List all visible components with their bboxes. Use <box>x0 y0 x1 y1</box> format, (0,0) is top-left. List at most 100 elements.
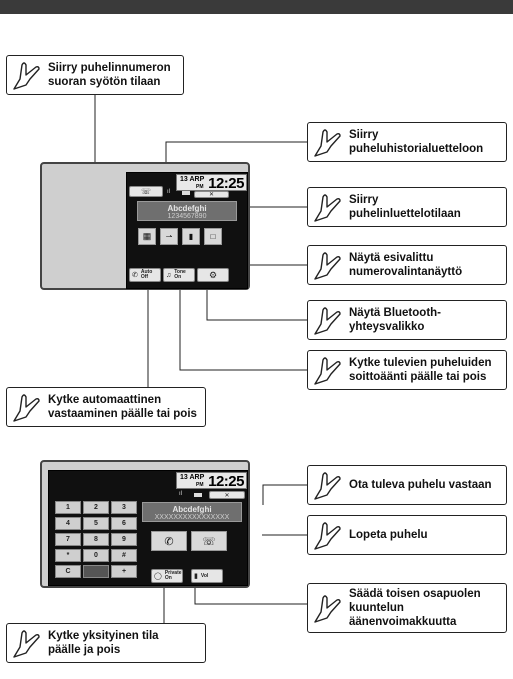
tone-value: On <box>174 274 182 280</box>
hand-pointer-icon <box>314 472 341 500</box>
callout-auto-answer: Kytke automaattinen vastaaminen päälle t… <box>6 387 206 427</box>
callout-preset: Näytä esivalittu numerovalintanäyttö <box>307 245 507 285</box>
key-4[interactable]: 4 <box>55 517 81 530</box>
key-1[interactable]: 1 <box>55 501 81 514</box>
callout-text: Siirry puhelinnumeron suoran syötön tila… <box>48 62 171 88</box>
callout-text: Näytä esivalittu numerovalintanäyttö <box>349 252 463 278</box>
battery-icon <box>182 191 190 195</box>
phone-handset-icon: ✆ <box>132 272 138 279</box>
contact-field: Abcdefghi XXXXXXXXXXXXXXXX <box>142 502 242 522</box>
call-history-button[interactable]: ⇀ <box>160 228 178 245</box>
phonebook-button[interactable]: ▮ <box>182 228 200 245</box>
preset-dial-button[interactable]: □ <box>204 228 222 245</box>
close-button[interactable]: ✕ <box>209 491 245 499</box>
phone-source-button[interactable]: ☏ <box>129 186 163 197</box>
callout-text: Siirry puheluhistorialuetteloon <box>349 129 484 155</box>
date: 13 ARP <box>180 474 205 481</box>
clock-status: 13 ARP PM 12:25 <box>176 174 247 192</box>
phone-menu-screen: 13 ARP PM 12:25 ☏ ıl ✕ Abcdefghi 1234567… <box>126 172 248 289</box>
callout-text: Näytä Bluetooth-yhteysvalikko <box>349 307 441 333</box>
callout-volume: Säädä toisen osapuolen kuuntelun äänenvo… <box>307 583 507 633</box>
callout-text: Kytke automaattinen vastaaminen päälle t… <box>48 394 197 420</box>
callout-bt-menu: Näytä Bluetooth-yhteysvalikko <box>307 300 507 340</box>
private-mode-button[interactable]: ◯ Private On <box>151 569 183 583</box>
auto-label: Auto <box>140 269 153 275</box>
close-icon: ✕ <box>224 492 230 499</box>
clock-time: 12:25 <box>208 175 244 192</box>
hand-pointer-icon <box>13 62 40 90</box>
key-star[interactable]: * <box>55 549 81 562</box>
key-blank[interactable] <box>83 565 109 578</box>
auto-value: Off <box>140 274 149 280</box>
hand-pointer-icon <box>314 357 341 385</box>
hand-pointer-icon <box>314 307 341 335</box>
key-hash[interactable]: # <box>111 549 137 562</box>
date: 13 ARP <box>180 176 205 183</box>
key-2[interactable]: 2 <box>83 501 109 514</box>
private-label: Private <box>164 570 182 576</box>
key-9[interactable]: 9 <box>111 533 137 546</box>
key-8[interactable]: 8 <box>83 533 109 546</box>
end-call-button[interactable]: ☏ <box>191 531 227 551</box>
callout-answer: Ota tuleva puhelu vastaan <box>307 465 507 505</box>
ampm: PM <box>196 482 204 488</box>
signal-icon: ıl <box>179 491 182 497</box>
tone-label: Tone <box>174 269 186 275</box>
callout-text: Ota tuleva puhelu vastaan <box>349 479 492 491</box>
ringtone-button[interactable]: ♫ Tone On <box>163 268 195 282</box>
gear-icon: ⚙ <box>208 269 218 280</box>
callout-private: Kytke yksityinen tila päälle ja pois <box>6 623 206 663</box>
contact-number: 1234567890 <box>167 213 207 220</box>
key-3[interactable]: 3 <box>111 501 137 514</box>
hand-pointer-icon <box>314 129 341 157</box>
callout-history: Siirry puheluhistorialuetteloon <box>307 122 507 162</box>
end-call-icon: ☏ <box>202 535 216 548</box>
volume-icon: ▮ <box>194 573 198 580</box>
hand-pointer-icon <box>314 252 341 280</box>
top-banner <box>0 0 513 14</box>
vol-label: Vol <box>200 572 209 579</box>
private-icon: ◯ <box>154 573 162 580</box>
contact-field: Abcdefghi 1234567890 <box>137 201 237 221</box>
key-plus[interactable]: + <box>111 565 137 578</box>
private-value: On <box>164 575 172 581</box>
callout-phonebook: Siirry puhelinluettelotilaan <box>307 187 507 227</box>
contact-name: Abcdefghi <box>167 204 207 213</box>
device-unit-bottom: 13 ARP PM 12:25 ıl ✕ 1 2 3 4 5 6 7 8 9 *… <box>40 460 250 588</box>
ampm: PM <box>196 184 204 190</box>
key-6[interactable]: 6 <box>111 517 137 530</box>
answer-call-button[interactable]: ✆ <box>151 531 187 551</box>
callout-ringtone: Kytke tulevien puheluiden soittoäänti pä… <box>307 350 507 390</box>
callout-direct-input: Siirry puhelinnumeron suoran syötön tila… <box>6 55 184 95</box>
phonebook-icon: ▮ <box>188 232 194 241</box>
key-7[interactable]: 7 <box>55 533 81 546</box>
auto-answer-button[interactable]: ✆ Auto Off <box>129 268 161 282</box>
bell-icon: ♫ <box>166 271 172 279</box>
hand-pointer-icon <box>314 194 341 222</box>
key-5[interactable]: 5 <box>83 517 109 530</box>
key-0[interactable]: 0 <box>83 549 109 562</box>
close-button[interactable]: ✕ <box>194 191 229 198</box>
hand-pointer-icon <box>314 595 341 623</box>
contact-name: Abcdefghi <box>172 505 212 514</box>
callout-text: Siirry puhelinluettelotilaan <box>349 194 461 220</box>
callout-end-call: Lopeta puhelu <box>307 515 507 555</box>
callout-text: Lopeta puhelu <box>349 529 428 541</box>
signal-icon: ıl <box>167 189 170 195</box>
preset-icon: □ <box>210 232 216 241</box>
clock-status: 13 ARP PM 12:25 <box>176 472 247 490</box>
clock-time: 12:25 <box>208 473 244 490</box>
direct-input-button[interactable]: ▦ <box>138 228 156 245</box>
phone-source-icon: ☏ <box>140 187 151 196</box>
keypad-icon: ▦ <box>142 231 152 241</box>
close-icon: ✕ <box>208 192 215 198</box>
callout-text: Kytke tulevien puheluiden soittoäänti pä… <box>349 357 492 383</box>
bluetooth-settings-button[interactable]: ⚙ <box>197 268 229 282</box>
hand-pointer-icon <box>13 394 40 422</box>
volume-button[interactable]: ▮ Vol <box>191 569 223 583</box>
hand-pointer-icon <box>13 630 40 658</box>
dial-screen: 13 ARP PM 12:25 ıl ✕ 1 2 3 4 5 6 7 8 9 *… <box>48 470 248 586</box>
callout-text: Säädä toisen osapuolen kuuntelun äänenvo… <box>349 588 481 628</box>
key-clear[interactable]: C <box>55 565 81 578</box>
device-unit-top: 13 ARP PM 12:25 ☏ ıl ✕ Abcdefghi 1234567… <box>40 162 250 290</box>
